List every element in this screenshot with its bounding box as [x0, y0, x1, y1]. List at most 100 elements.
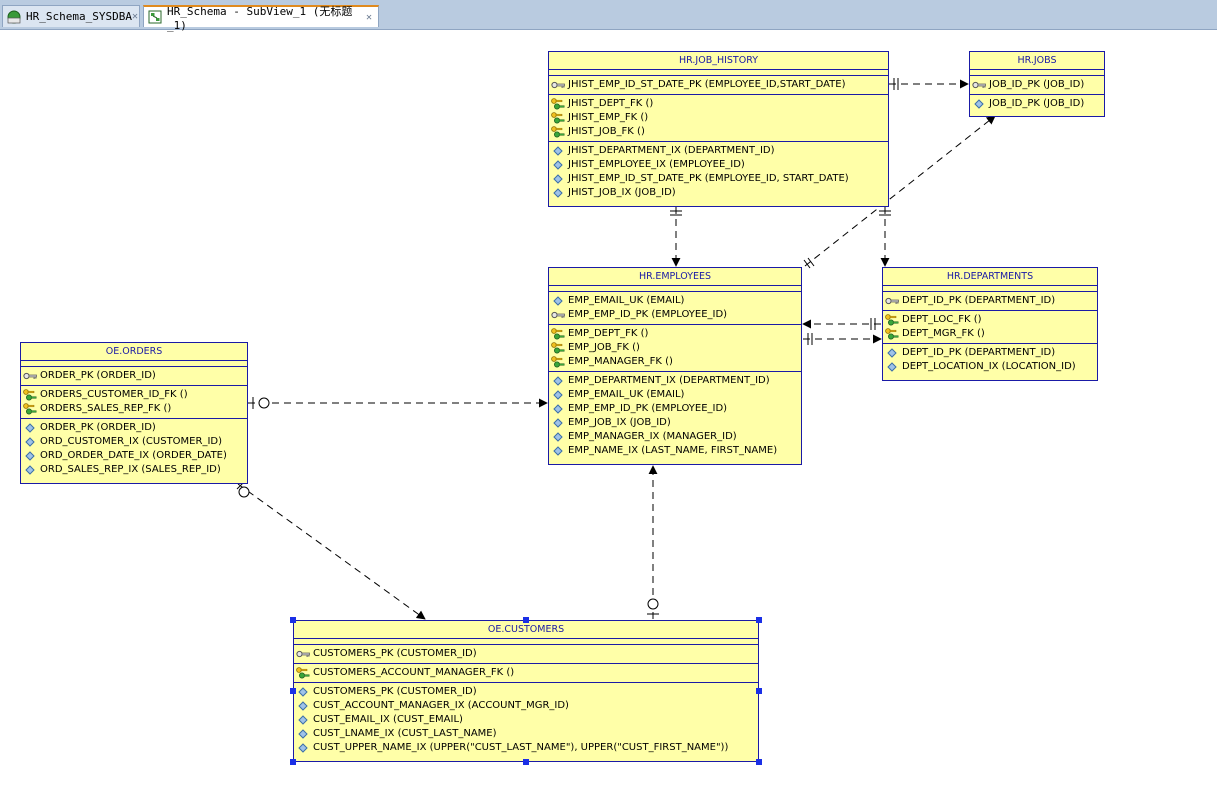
resize-handle-ne[interactable] [756, 617, 762, 623]
constraint-row[interactable]: EMP_MANAGER_FK () [549, 355, 801, 369]
database-connection-icon [7, 10, 21, 23]
index-row[interactable]: CUST_UPPER_NAME_IX (UPPER("CUST_LAST_NAM… [294, 741, 758, 755]
constraint-row[interactable]: ORDERS_CUSTOMER_ID_FK () [21, 388, 247, 402]
index-section: JOB_ID_PK (JOB_ID) [970, 95, 1104, 113]
unique-key-icon [551, 295, 565, 307]
index-label: CUSTOMERS_PK (CUSTOMER_ID) [313, 686, 477, 697]
index-diamond-icon [23, 436, 37, 448]
index-label: JHIST_JOB_IX (JOB_ID) [568, 187, 676, 198]
fk-section: CUSTOMERS_ACCOUNT_MANAGER_FK () [294, 664, 758, 683]
constraint-row[interactable]: JOB_ID_PK (JOB_ID) [970, 78, 1104, 92]
index-row[interactable]: EMP_NAME_IX (LAST_NAME, FIRST_NAME) [549, 444, 801, 458]
pk-section: ORDER_PK (ORDER_ID) [21, 367, 247, 386]
constraint-row[interactable]: JHIST_EMP_FK () [549, 111, 888, 125]
constraint-row[interactable]: CUSTOMERS_PK (CUSTOMER_ID) [294, 647, 758, 661]
constraint-label: DEPT_LOC_FK () [902, 314, 982, 325]
primary-key-icon [551, 309, 565, 321]
index-row[interactable]: JHIST_JOB_IX (JOB_ID) [549, 186, 888, 200]
resize-handle-s[interactable] [523, 759, 529, 765]
resize-handle-n[interactable] [523, 617, 529, 623]
fk-section: ORDERS_CUSTOMER_ID_FK () ORDERS_SALES_RE… [21, 386, 247, 419]
index-label: ORDER_PK (ORDER_ID) [40, 422, 156, 433]
index-row[interactable]: EMP_EMP_ID_PK (EMPLOYEE_ID) [549, 402, 801, 416]
resize-handle-nw[interactable] [290, 617, 296, 623]
constraint-label: EMP_EMP_ID_PK (EMPLOYEE_ID) [568, 309, 728, 320]
index-diamond-icon [551, 431, 565, 443]
pk-section: JOB_ID_PK (JOB_ID) [970, 76, 1104, 95]
index-row[interactable]: ORD_ORDER_DATE_IX (ORDER_DATE) [21, 449, 247, 463]
index-row[interactable]: ORD_CUSTOMER_IX (CUSTOMER_ID) [21, 435, 247, 449]
resize-handle-e[interactable] [756, 688, 762, 694]
resize-handle-sw[interactable] [290, 759, 296, 765]
pk-section: DEPT_ID_PK (DEPARTMENT_ID) [883, 292, 1097, 311]
constraint-label: JHIST_JOB_FK () [568, 126, 645, 137]
table-hr-jobs[interactable]: HR.JOBS JOB_ID_PK (JOB_ID) JOB_ID_PK (JO… [969, 51, 1105, 117]
constraint-row[interactable]: EMP_DEPT_FK () [549, 327, 801, 341]
index-row[interactable]: EMP_EMAIL_UK (EMAIL) [549, 388, 801, 402]
tab-hr-schema-sysdba[interactable]: HR_Schema_SYSDBA ✕ [2, 5, 140, 27]
index-diamond-icon [551, 173, 565, 185]
tab-hr-schema-subview[interactable]: HR_Schema - SubView_1 (无标题_1) ✕ [143, 5, 379, 32]
index-row[interactable]: JHIST_EMP_ID_ST_DATE_PK (EMPLOYEE_ID, ST… [549, 172, 888, 186]
index-row[interactable]: EMP_MANAGER_IX (MANAGER_ID) [549, 430, 801, 444]
fk-section: EMP_DEPT_FK () EMP_JOB_FK () EMP_MANAGER… [549, 325, 801, 372]
index-row[interactable]: DEPT_ID_PK (DEPARTMENT_ID) [883, 346, 1097, 360]
table-hr-departments[interactable]: HR.DEPARTMENTS DEPT_ID_PK (DEPARTMENT_ID… [882, 267, 1098, 381]
primary-key-icon [551, 79, 565, 91]
index-label: CUST_UPPER_NAME_IX (UPPER("CUST_LAST_NAM… [313, 742, 729, 753]
constraint-row[interactable]: ORDER_PK (ORDER_ID) [21, 369, 247, 383]
index-row[interactable]: ORDER_PK (ORDER_ID) [21, 421, 247, 435]
pk-section: JHIST_EMP_ID_ST_DATE_PK (EMPLOYEE_ID,STA… [549, 76, 888, 95]
table-hr-job-history[interactable]: HR.JOB_HISTORY JHIST_EMP_ID_ST_DATE_PK (… [548, 51, 889, 207]
foreign-key-icon [23, 403, 37, 415]
constraint-row[interactable]: JHIST_EMP_ID_ST_DATE_PK (EMPLOYEE_ID,STA… [549, 78, 888, 92]
constraint-row[interactable]: CUSTOMERS_ACCOUNT_MANAGER_FK () [294, 666, 758, 680]
index-diamond-icon [23, 450, 37, 462]
table-oe-customers[interactable]: OE.CUSTOMERS CUSTOMERS_PK (CUSTOMER_ID) … [293, 620, 759, 762]
constraint-label: DEPT_MGR_FK () [902, 328, 985, 339]
primary-key-icon [23, 370, 37, 382]
index-label: JHIST_DEPARTMENT_IX (DEPARTMENT_ID) [568, 145, 775, 156]
constraint-row[interactable]: DEPT_MGR_FK () [883, 327, 1097, 341]
foreign-key-icon [551, 126, 565, 138]
fk-section: JHIST_DEPT_FK () JHIST_EMP_FK () JHIST_J… [549, 95, 888, 142]
constraint-row[interactable]: EMP_EMP_ID_PK (EMPLOYEE_ID) [549, 308, 801, 322]
constraint-row[interactable]: EMP_JOB_FK () [549, 341, 801, 355]
index-row[interactable]: CUST_ACCOUNT_MANAGER_IX (ACCOUNT_MGR_ID) [294, 699, 758, 713]
index-diamond-icon [551, 445, 565, 457]
resize-handle-w[interactable] [290, 688, 296, 694]
table-hr-employees[interactable]: HR.EMPLOYEES EMP_EMAIL_UK (EMAIL) EMP_EM… [548, 267, 802, 465]
table-oe-orders[interactable]: OE.ORDERS ORDER_PK (ORDER_ID) ORDERS_CUS… [20, 342, 248, 484]
index-row[interactable]: JHIST_DEPARTMENT_IX (DEPARTMENT_ID) [549, 144, 888, 158]
constraint-row[interactable]: JHIST_DEPT_FK () [549, 97, 888, 111]
diagram-icon [148, 10, 162, 24]
constraint-label: JHIST_EMP_ID_ST_DATE_PK (EMPLOYEE_ID,STA… [568, 79, 846, 90]
index-row[interactable]: EMP_JOB_IX (JOB_ID) [549, 416, 801, 430]
foreign-key-icon [885, 328, 899, 340]
index-row[interactable]: JHIST_EMPLOYEE_IX (EMPLOYEE_ID) [549, 158, 888, 172]
constraint-label: ORDERS_CUSTOMER_ID_FK () [40, 389, 188, 400]
columns-section [549, 286, 801, 292]
index-row[interactable]: JOB_ID_PK (JOB_ID) [970, 97, 1104, 111]
index-row[interactable]: CUST_LNAME_IX (CUST_LAST_NAME) [294, 727, 758, 741]
constraint-label: JOB_ID_PK (JOB_ID) [989, 79, 1085, 90]
constraint-row[interactable]: JHIST_JOB_FK () [549, 125, 888, 139]
index-row[interactable]: CUST_EMAIL_IX (CUST_EMAIL) [294, 713, 758, 727]
table-title: HR.JOBS [970, 52, 1104, 70]
resize-handle-se[interactable] [756, 759, 762, 765]
table-title: HR.DEPARTMENTS [883, 268, 1097, 286]
index-row[interactable]: EMP_DEPARTMENT_IX (DEPARTMENT_ID) [549, 374, 801, 388]
close-icon[interactable]: ✕ [365, 11, 372, 23]
foreign-key-icon [23, 389, 37, 401]
index-row[interactable]: DEPT_LOCATION_IX (LOCATION_ID) [883, 360, 1097, 374]
constraint-label: CUSTOMERS_ACCOUNT_MANAGER_FK () [313, 667, 515, 678]
index-diamond-icon [972, 98, 986, 110]
constraint-row[interactable]: ORDERS_SALES_REP_FK () [21, 402, 247, 416]
constraint-row[interactable]: EMP_EMAIL_UK (EMAIL) [549, 294, 801, 308]
index-row[interactable]: CUSTOMERS_PK (CUSTOMER_ID) [294, 685, 758, 699]
constraint-row[interactable]: DEPT_LOC_FK () [883, 313, 1097, 327]
constraint-row[interactable]: DEPT_ID_PK (DEPARTMENT_ID) [883, 294, 1097, 308]
index-row[interactable]: ORD_SALES_REP_IX (SALES_REP_ID) [21, 463, 247, 477]
table-title: OE.CUSTOMERS [294, 621, 758, 639]
close-icon[interactable]: ✕ [131, 11, 138, 22]
